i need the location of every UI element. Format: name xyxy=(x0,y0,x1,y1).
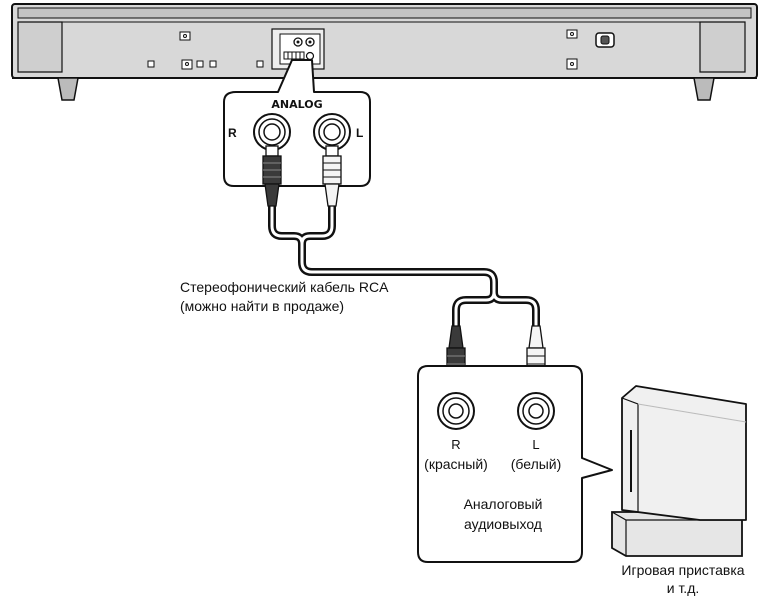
power-switch-icon xyxy=(595,32,615,48)
rca-jack-icon xyxy=(437,392,475,430)
screw-icon xyxy=(147,29,578,70)
game-console-label-line2: и т.д. xyxy=(667,580,700,596)
source-jacks-callout: R L (красный) (белый) Аналоговый аудиовы… xyxy=(417,365,613,563)
analog-output-label: Аналоговый xyxy=(464,496,543,512)
source-jack-right-color: (красный) xyxy=(424,456,488,472)
game-console-label: Игровая приставка xyxy=(621,562,744,578)
source-jack-left-color: (белый) xyxy=(511,456,562,472)
rca-jack-icon xyxy=(313,113,351,151)
rca-cable xyxy=(268,201,540,330)
cable-label-note: (можно найти в продаже) xyxy=(180,298,344,314)
cable-label: Стереофонический кабель RCA xyxy=(180,279,389,295)
soundbar-jack-left-label: L xyxy=(356,126,363,140)
source-jack-left-label: L xyxy=(532,437,539,452)
rca-jack-icon xyxy=(517,392,555,430)
rca-plug-icon xyxy=(262,145,282,207)
soundbar-jack-right-label: R xyxy=(228,126,237,140)
source-jack-right-label: R xyxy=(451,437,460,452)
game-console-icon xyxy=(611,385,747,557)
soundbar xyxy=(11,3,758,101)
rca-plug-icon xyxy=(322,145,342,207)
rca-jack-icon xyxy=(253,113,291,151)
analog-output-label-line2: аудиовыход xyxy=(464,516,542,532)
analog-panel-title: ANALOG xyxy=(271,98,322,111)
